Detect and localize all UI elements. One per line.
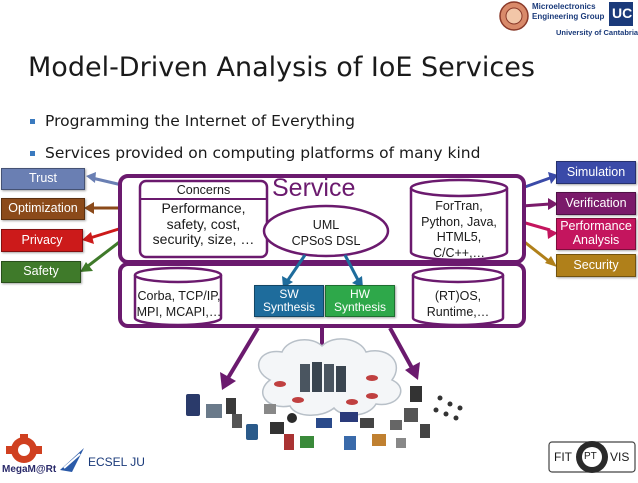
languages-cylinder <box>409 178 509 262</box>
megamart-gear-icon <box>6 434 42 463</box>
fitptvis-gear-icon <box>548 441 636 473</box>
tag-verification: Verification <box>556 192 636 215</box>
ioe-devices-icon <box>186 386 463 450</box>
service-heading: Service <box>272 174 356 202</box>
concerns-title: Concerns <box>176 183 231 197</box>
ecsel-swoosh-icon <box>60 448 84 472</box>
bullet-1-text: Programming the Internet of Everything <box>45 112 356 130</box>
languages-label: ForTran, Python, Java, HTML5, C/C++,… <box>421 199 497 260</box>
tag-simulation: Simulation <box>556 161 636 184</box>
fit-label: FIT <box>554 450 572 464</box>
tag-privacy-label: Privacy <box>21 232 63 247</box>
pt-label: PT <box>584 451 597 462</box>
uc-line1: Microelectronics <box>532 2 596 11</box>
tag-performance-analysis: Performance Analysis <box>556 218 636 250</box>
ecsel-label: ECSEL JU <box>88 455 145 469</box>
os-label: (RT)OS, Runtime,… <box>426 289 490 319</box>
bullet-marker-icon <box>30 151 35 156</box>
hw-synthesis-box: HW Synthesis <box>325 285 395 317</box>
uc-line3: University of Cantabria <box>556 28 638 37</box>
tag-optimization: Optimization <box>1 198 85 220</box>
ecsel-logo: ECSEL JU <box>58 446 145 476</box>
middleware-cylinder <box>133 266 223 327</box>
tag-trust: Trust <box>1 168 85 190</box>
sw-synthesis-box: SW Synthesis <box>254 285 324 317</box>
bullet-2: Services provided on computing platforms… <box>30 144 480 162</box>
slide-title: Model-Driven Analysis of IoE Services <box>28 52 535 83</box>
megamart-logo: MegaM@Rt <box>2 434 58 478</box>
fitptvis-logo: FIT PT VIS <box>548 436 636 476</box>
uc-seal-icon <box>499 1 633 31</box>
tag-optimization-label: Optimization <box>8 201 78 216</box>
uml-ellipse <box>262 204 390 258</box>
tag-simulation-label: Simulation <box>566 164 626 179</box>
vis-label: VIS <box>610 450 630 464</box>
uc-logo: Microelectronics Engineering Group UC Un… <box>496 0 638 40</box>
left-arrows <box>80 172 123 272</box>
bullet-marker-icon <box>30 119 35 124</box>
middleware-label: Corba, TCP/IP, MPI, MCAPI,… <box>136 289 222 319</box>
os-cylinder <box>411 266 505 327</box>
hw-synthesis-label: HW Synthesis <box>333 286 387 314</box>
ioe-cloud-icon <box>258 338 402 416</box>
tag-privacy: Privacy <box>1 229 83 252</box>
uml-label: UML CPSoS DSL <box>291 218 361 248</box>
uc-mark: UC <box>612 5 633 21</box>
concerns-body: Performance, safety, cost, security, siz… <box>152 200 255 248</box>
bullet-2-text: Services provided on computing platforms… <box>45 144 481 162</box>
right-arrows <box>521 172 558 267</box>
megamart-label: MegaM@Rt <box>2 464 57 475</box>
tag-performance-analysis-label: Performance Analysis <box>560 219 632 247</box>
tag-security-label: Security <box>573 257 619 272</box>
tag-safety-label: Safety <box>23 264 59 279</box>
sw-synthesis-label: SW Synthesis <box>262 286 316 314</box>
tag-safety: Safety <box>1 261 81 283</box>
tag-trust-label: Trust <box>28 171 57 186</box>
uc-line2: Engineering Group <box>532 12 605 21</box>
tag-verification-label: Verification <box>565 195 627 210</box>
tag-security: Security <box>556 254 636 277</box>
bullet-1: Programming the Internet of Everything <box>30 112 355 130</box>
